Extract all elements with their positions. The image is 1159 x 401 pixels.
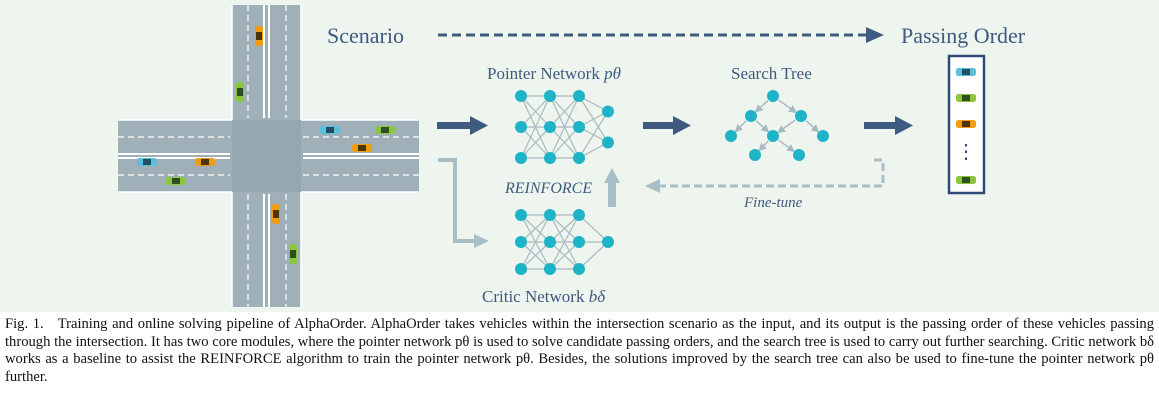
critic-network-diagram [515, 209, 614, 275]
passing-order-ellipsis: ⋮ [956, 141, 976, 163]
pointer-net-node [573, 121, 585, 133]
search-tree-node [745, 110, 757, 122]
car-icon [236, 82, 244, 102]
scenario-label: Scenario [327, 23, 404, 48]
search-tree-edge [778, 139, 795, 153]
pointer-net-edge [578, 111, 609, 159]
pointer-net-node [544, 90, 556, 102]
pointer-net-node [515, 152, 527, 164]
pointer-net-edge [520, 95, 551, 128]
figure-caption: Fig. 1.Training and online solving pipel… [5, 316, 1154, 386]
critic-net-node [573, 209, 585, 221]
search-tree-edge [777, 119, 796, 134]
search-tree-node [795, 110, 807, 122]
critic-net-edge [578, 241, 609, 270]
passing-order-list: ⋮ [947, 54, 986, 195]
fine-tune-label: Fine-tune [743, 195, 803, 211]
search-tree-edge [805, 120, 820, 133]
car-icon [289, 244, 297, 264]
pointer-net-edge [549, 95, 580, 128]
critic-network-label: Critic Network bδ [482, 287, 606, 306]
pointer-network-label: Pointer Network pθ [487, 64, 621, 83]
car-icon [195, 158, 215, 166]
search-tree-node [767, 90, 779, 102]
pointer-net-node [602, 136, 614, 149]
reinforce-label: REINFORCE [504, 180, 592, 197]
car-icon [166, 177, 186, 185]
search-tree-edge [754, 100, 769, 113]
critic-net-edge [549, 214, 580, 243]
critic-net-node [544, 236, 556, 248]
arrow-pointer-to-tree [643, 116, 691, 135]
car-icon [137, 158, 157, 166]
car-icon [272, 204, 280, 224]
car-icon [956, 68, 976, 76]
critic-net-node [515, 263, 527, 275]
search-tree-edge [734, 120, 747, 133]
pipeline-figure: Scenario Passing Order Pointer Network p… [0, 0, 1159, 312]
search-tree-edge [758, 140, 769, 152]
search-tree-edge [778, 99, 797, 114]
pointer-net-node [602, 105, 614, 118]
search-tree-node [817, 130, 829, 142]
car-icon [320, 126, 340, 134]
caption-label: Fig. 1. [5, 316, 44, 332]
critic-net-edge [549, 214, 580, 270]
critic-net-node [544, 209, 556, 221]
intersection-scene [118, 5, 419, 307]
critic-net-node [515, 209, 527, 221]
critic-net-edge [520, 241, 551, 270]
search-tree-diagram [725, 90, 829, 161]
pointer-net-edge [520, 126, 551, 159]
arrow-tree-to-output [864, 116, 913, 135]
critic-net-node [602, 236, 614, 248]
pointer-net-edge [520, 95, 551, 159]
pointer-net-edge [549, 126, 580, 159]
pointer-net-node [573, 90, 585, 102]
search-tree-node [725, 130, 737, 142]
pointer-net-node [544, 121, 556, 133]
pointer-net-node [544, 152, 556, 164]
car-icon [956, 94, 976, 102]
critic-net-edge [520, 214, 551, 243]
car-icon [956, 120, 976, 128]
critic-net-node [573, 236, 585, 248]
critic-net-node [544, 263, 556, 275]
critic-net-edge [520, 214, 551, 270]
critic-net-node [573, 263, 585, 275]
pointer-net-node [515, 90, 527, 102]
car-icon [255, 26, 263, 46]
pointer-net-node [573, 152, 585, 164]
car-icon [375, 126, 395, 134]
critic-net-edge [578, 214, 609, 243]
search-tree-node [749, 149, 761, 161]
critic-net-node [515, 236, 527, 248]
pointer-network-diagram [515, 90, 614, 164]
pointer-net-node [515, 121, 527, 133]
car-icon [352, 144, 372, 152]
search-tree-edge [755, 120, 770, 133]
arrow-critic-to-pointer [604, 168, 620, 207]
car-icon [956, 176, 976, 184]
fine-tune-arrow [645, 158, 885, 193]
search-tree-node [793, 149, 805, 161]
search-tree-node [767, 130, 779, 142]
arrow-scene-to-pointer [437, 116, 488, 135]
pointer-net-edge [549, 95, 580, 159]
critic-net-edge [549, 241, 580, 270]
arrow-scene-to-critic [438, 158, 489, 248]
search-tree-label: Search Tree [731, 64, 812, 83]
caption-text: Training and online solving pipeline of … [5, 316, 1154, 385]
passing-order-label: Passing Order [901, 23, 1026, 48]
